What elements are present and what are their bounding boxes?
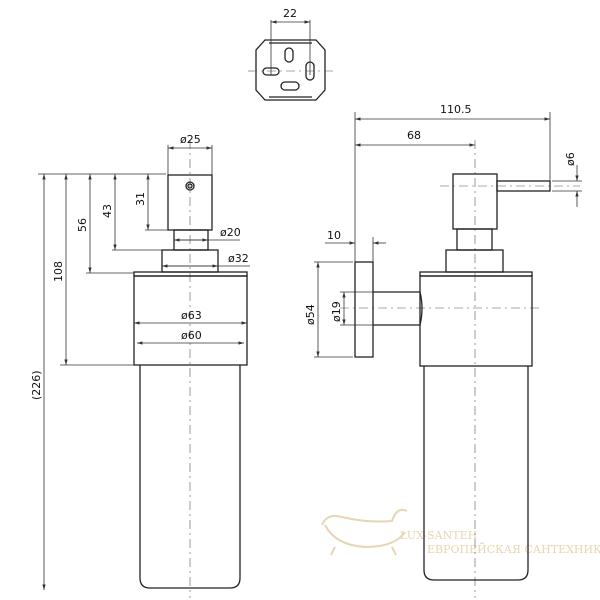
dim-56: 56 <box>76 218 89 232</box>
bathtub-logo-icon <box>321 508 408 556</box>
dim-43: 43 <box>101 204 114 218</box>
dim-spout-dia: ø6 <box>564 152 577 166</box>
dim-108: 108 <box>52 261 65 282</box>
dim-31: 31 <box>134 192 147 206</box>
dim-22: 22 <box>283 7 297 20</box>
dim-neck-dia: ø20 <box>220 226 241 239</box>
dim-arm-dia: ø19 <box>330 301 343 322</box>
watermark: LUX-SANTEH ЕВРОПЕЙСКАЯ САНТЕХНИКА <box>321 508 600 556</box>
dim-68: 68 <box>407 129 421 142</box>
front-view: ø25 (226) 108 56 43 31 ø20 ø32 ø63 ø60 <box>30 133 250 598</box>
dim-cap-dia: ø25 <box>180 133 201 146</box>
dim-body-outer-dia: ø63 <box>181 309 202 322</box>
dim-226: (226) <box>30 370 43 400</box>
dim-body-inner-dia: ø60 <box>181 329 202 342</box>
dim-collar-dia: ø32 <box>228 252 249 265</box>
dim-10: 10 <box>327 229 341 242</box>
top-view: 22 <box>248 7 336 101</box>
watermark-brand: LUX-SANTEH <box>400 529 477 542</box>
side-view: 110.5 68 ø6 10 ø54 ø19 <box>304 103 582 598</box>
dim-plate-dia: ø54 <box>304 304 317 325</box>
dim-110-5: 110.5 <box>440 103 472 116</box>
watermark-tagline: ЕВРОПЕЙСКАЯ САНТЕХНИКА <box>427 542 600 556</box>
